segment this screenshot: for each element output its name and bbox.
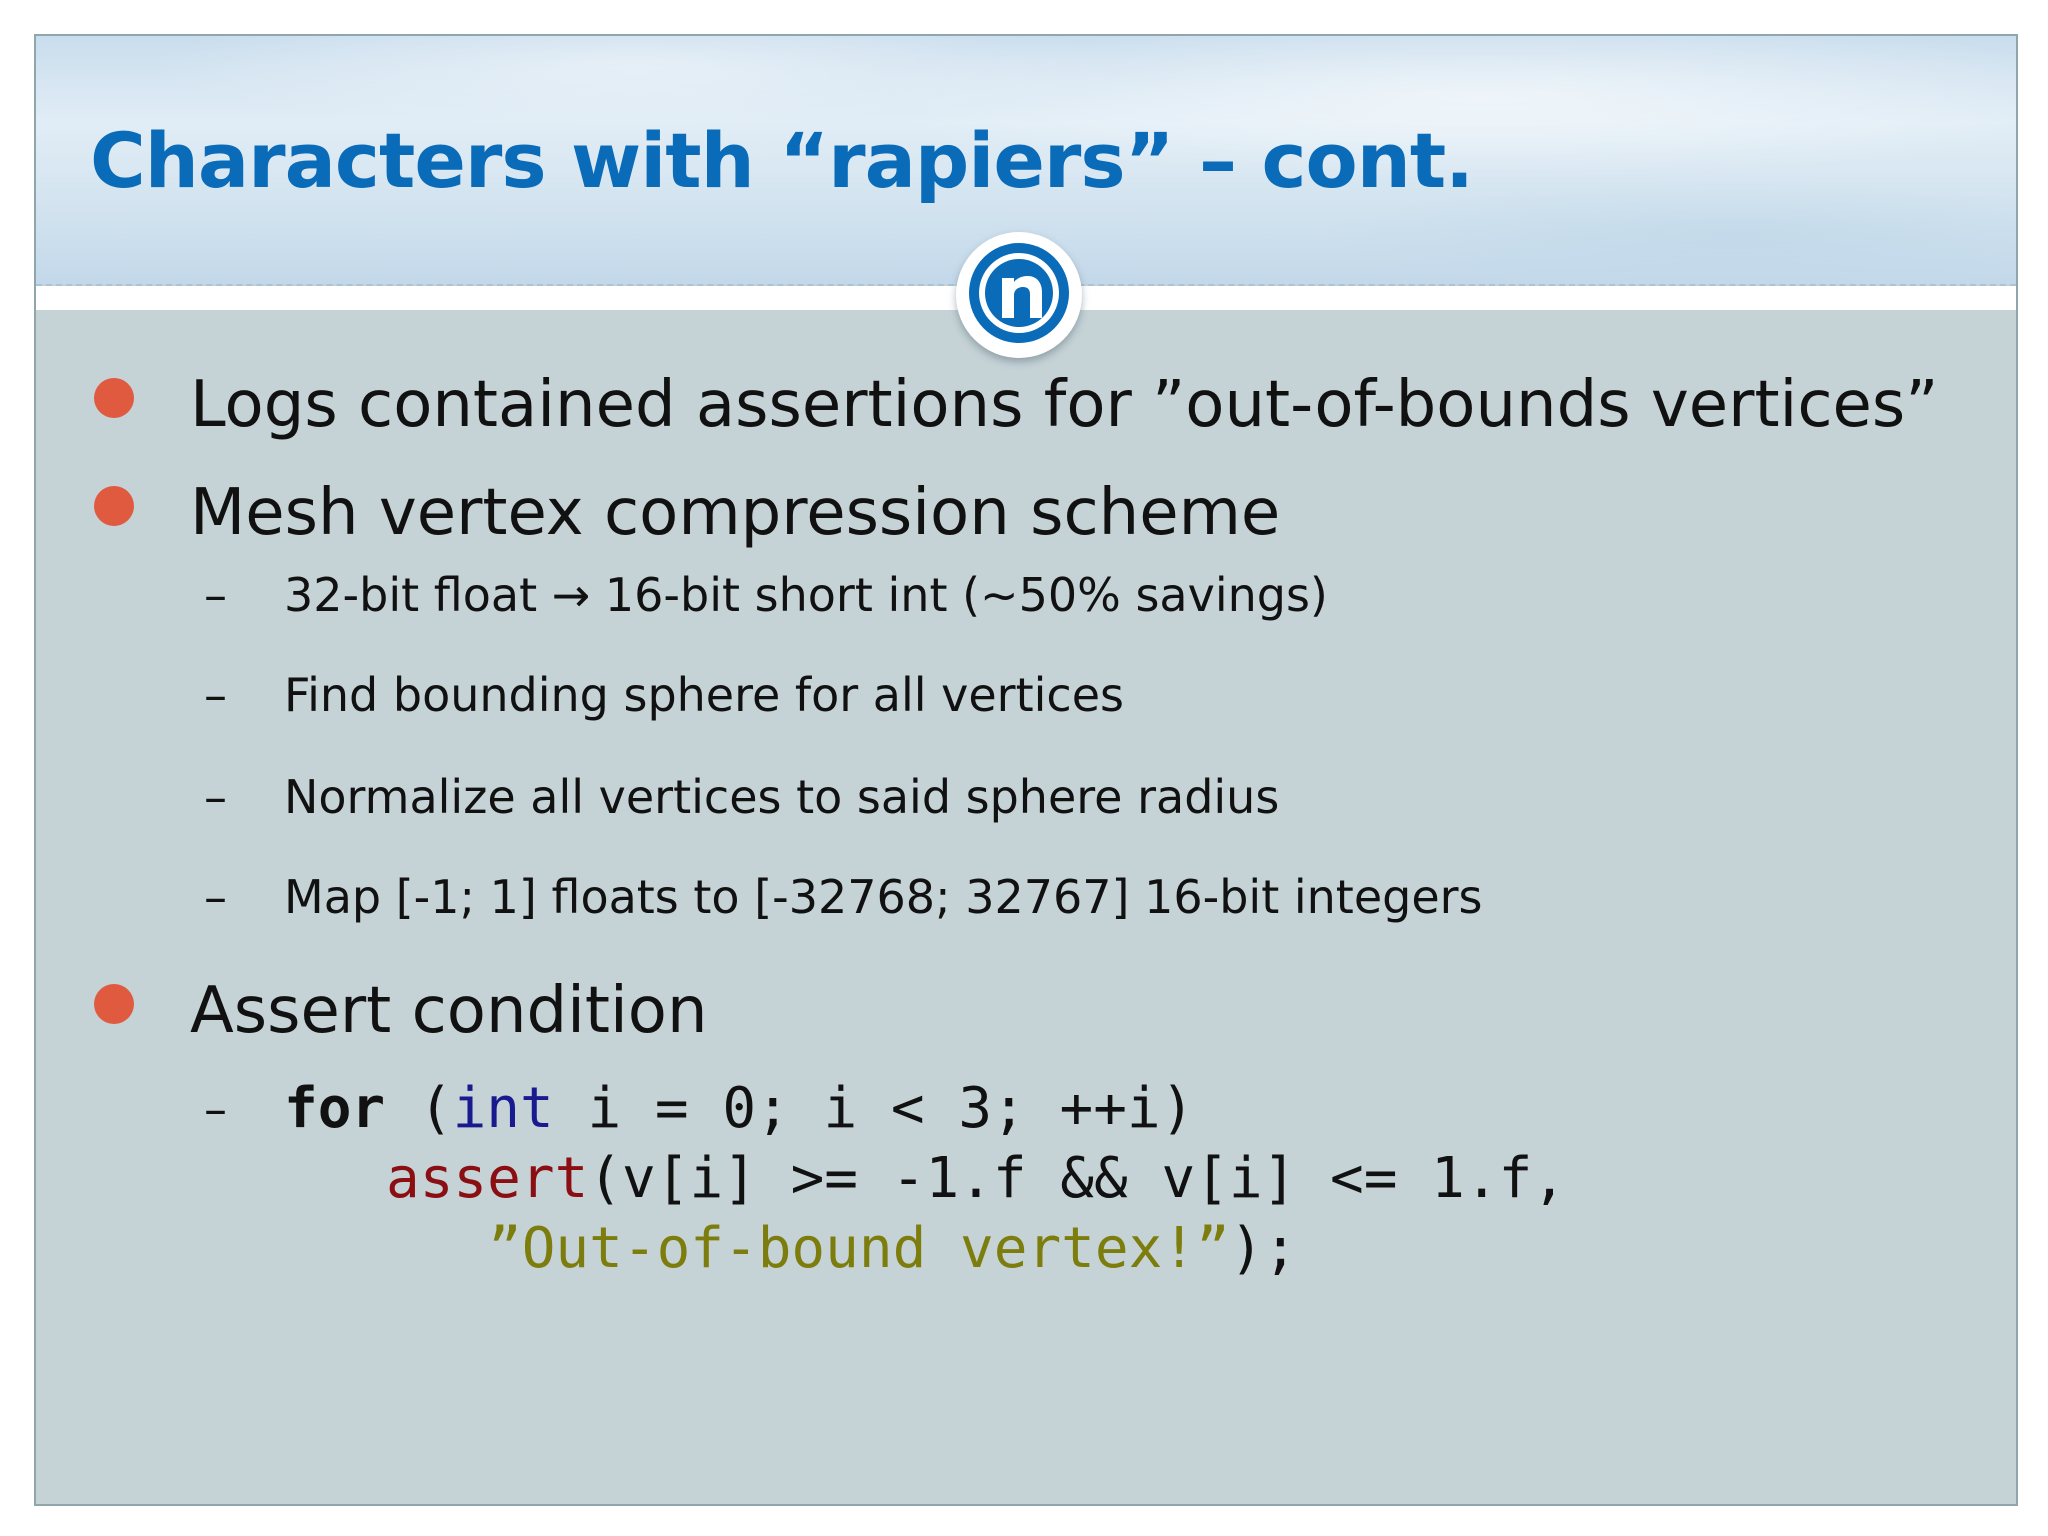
slide: Characters with “rapiers” – cont. Logs c… (34, 34, 2018, 1506)
dash-icon: – (204, 668, 227, 722)
sub-item-text: Map [-1; 1] floats to [-32768; 32767] 16… (284, 870, 1483, 924)
code-text: ( (385, 1076, 453, 1141)
dash-icon: – (204, 770, 227, 824)
code-line-2: assert(v[i] >= -1.f && v[i] <= 1.f, (386, 1146, 1566, 1211)
dash-icon: – (204, 870, 227, 924)
bullet-text: Mesh vertex compression scheme (190, 476, 1281, 550)
code-text: ); (1229, 1216, 1298, 1281)
bullet-text: Assert condition (190, 974, 708, 1048)
sub-item-text: Find bounding sphere for all vertices (284, 668, 1124, 722)
sub-item-text: 32-bit float → 16-bit short int (~50% sa… (284, 568, 1328, 622)
code-function-assert: assert (386, 1146, 589, 1211)
code-string: ”Out-of-bound vertex!” (488, 1216, 1230, 1281)
slide-title: Characters with “rapiers” – cont. (90, 116, 1474, 205)
code-text: i = 0; i < 3; ++i) (553, 1076, 1195, 1141)
dash-icon: – (204, 568, 227, 622)
bullet-text: Logs contained assertions for ”out-of-bo… (190, 368, 1939, 442)
code-keyword-for: for (284, 1076, 386, 1141)
bullet-dot-icon (94, 486, 134, 526)
nvidia-n-logo-icon (956, 232, 1082, 358)
sub-item-text: Normalize all vertices to said sphere ra… (284, 770, 1280, 824)
code-text: (v[i] >= -1.f && v[i] <= 1.f, (588, 1146, 1567, 1211)
bullet-dot-icon (94, 378, 134, 418)
dash-icon: – (204, 1082, 227, 1136)
code-line-3: ”Out-of-bound vertex!”); (488, 1216, 1297, 1281)
code-type-int: int (452, 1076, 554, 1141)
bullet-dot-icon (94, 984, 134, 1024)
code-line-1: for (int i = 0; i < 3; ++i) (284, 1076, 1194, 1141)
